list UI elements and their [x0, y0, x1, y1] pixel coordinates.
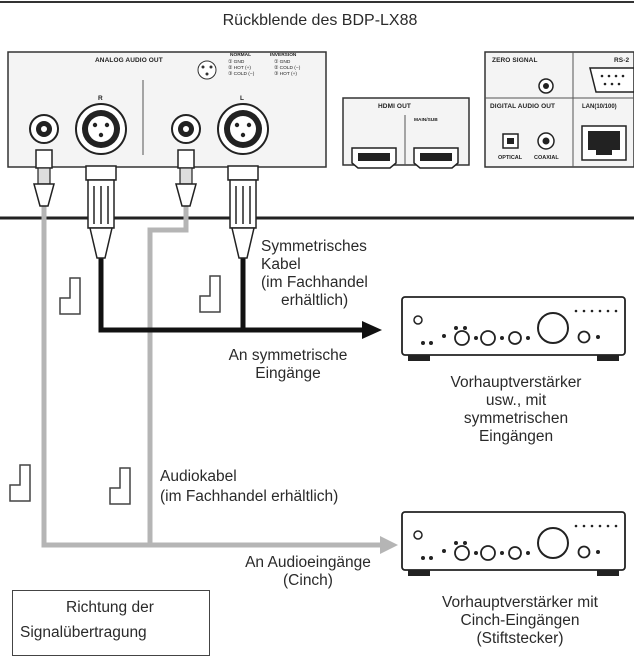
- pin-normal-2: ② HOT (+): [228, 66, 252, 71]
- signal-arrow-icon: [9, 275, 221, 505]
- hdmi-out-label: HDMI OUT: [378, 103, 411, 110]
- rca-plug-r: [33, 149, 55, 207]
- back-panel-hdmi: [342, 97, 470, 169]
- page-title: Rückblende des BDP-LX88: [222, 12, 418, 29]
- coaxial-label: COAXIAL: [534, 155, 559, 161]
- amp2-caption-line-1: Vorhauptverstärker mit: [442, 594, 598, 611]
- legend-line-1: Richtung der: [66, 599, 154, 616]
- legend-line-2: Signalübertragung: [20, 624, 147, 641]
- lan-port-icon: [581, 125, 627, 161]
- legend-box: [12, 590, 210, 656]
- back-panel-digital: [484, 51, 634, 168]
- normal-label: NORMAL: [230, 53, 252, 58]
- inversion-label: INVERSION: [270, 53, 297, 58]
- xlr-jack-l: [217, 103, 269, 155]
- zero-signal-label: ZERO SIGNAL: [492, 57, 538, 64]
- xlr-plug-r: [85, 165, 117, 259]
- pin-normal-1: ① GND: [228, 60, 245, 65]
- channel-l-label: L: [240, 95, 245, 102]
- preamp-balanced-image: [401, 296, 626, 361]
- optical-label: OPTICAL: [498, 155, 523, 161]
- pin-normal-3: ③ COLD (−): [228, 72, 255, 77]
- pin-inversion-1: ① GND: [274, 60, 291, 65]
- to-symmetric-line-1: An symmetrische: [228, 347, 348, 364]
- grey-audio-cable: [41, 205, 398, 554]
- coaxial-jack-icon: [537, 132, 555, 150]
- pin-inversion-2: ② COLD (−): [274, 66, 301, 71]
- audio-cable-line-2: (im Fachhandel erhältlich): [160, 488, 339, 505]
- hdmi-port-sub-icon: [413, 147, 459, 169]
- rca-jack-l: [171, 114, 201, 144]
- back-panel-analog: [7, 51, 327, 168]
- xlr-plug-l: [227, 165, 259, 259]
- amp1-caption-line-3: symmetrischen: [463, 410, 569, 427]
- rs232-label: RS-2: [614, 57, 630, 64]
- symmetric-cable-line-3: (im Fachhandel: [261, 274, 368, 291]
- rca-plug-l: [175, 149, 197, 207]
- symmetric-cable-line-4: erhältlich): [281, 292, 349, 309]
- pin-inversion-3: ③ HOT (+): [274, 72, 298, 77]
- amp2-caption-line-3: (Stiftstecker): [476, 630, 564, 647]
- symmetric-cable-line-1: Symmetrisches: [261, 238, 367, 255]
- amp1-caption-line-2: usw., mit: [485, 392, 547, 409]
- main-sub-label: MAIN/SUB: [414, 118, 438, 123]
- amp2-caption-line-2: Cinch-Eingängen: [460, 612, 580, 629]
- zero-signal-jack-icon: [538, 78, 554, 94]
- optical-port-icon: [502, 133, 519, 149]
- to-symmetric-line-2: Eingänge: [255, 365, 321, 382]
- to-audio-line-2: (Cinch): [283, 572, 333, 589]
- symmetric-cable-line-2: Kabel: [261, 256, 301, 273]
- lan-label: LAN(10/100): [582, 104, 617, 110]
- channel-r-label: R: [98, 95, 103, 102]
- audio-cable-line-1: Audiokabel: [160, 468, 237, 485]
- rca-jack-r: [29, 114, 59, 144]
- black-balanced-cable: [98, 255, 382, 339]
- xlr-jack-r: [75, 103, 127, 155]
- amp1-caption-line-1: Vorhauptverstärker: [450, 374, 582, 391]
- to-audio-line-1: An Audioeingänge: [245, 554, 371, 571]
- rs232-port-icon: [589, 67, 634, 93]
- hdmi-port-main-icon: [351, 147, 397, 169]
- analog-audio-out-label: ANALOG AUDIO OUT: [95, 57, 163, 64]
- preamp-cinch-image: [401, 511, 626, 576]
- xlr-pin-diagram-icon: [197, 60, 217, 80]
- digital-audio-out-label: DIGITAL AUDIO OUT: [490, 103, 556, 110]
- amp1-caption-line-4: Eingängen: [478, 428, 554, 445]
